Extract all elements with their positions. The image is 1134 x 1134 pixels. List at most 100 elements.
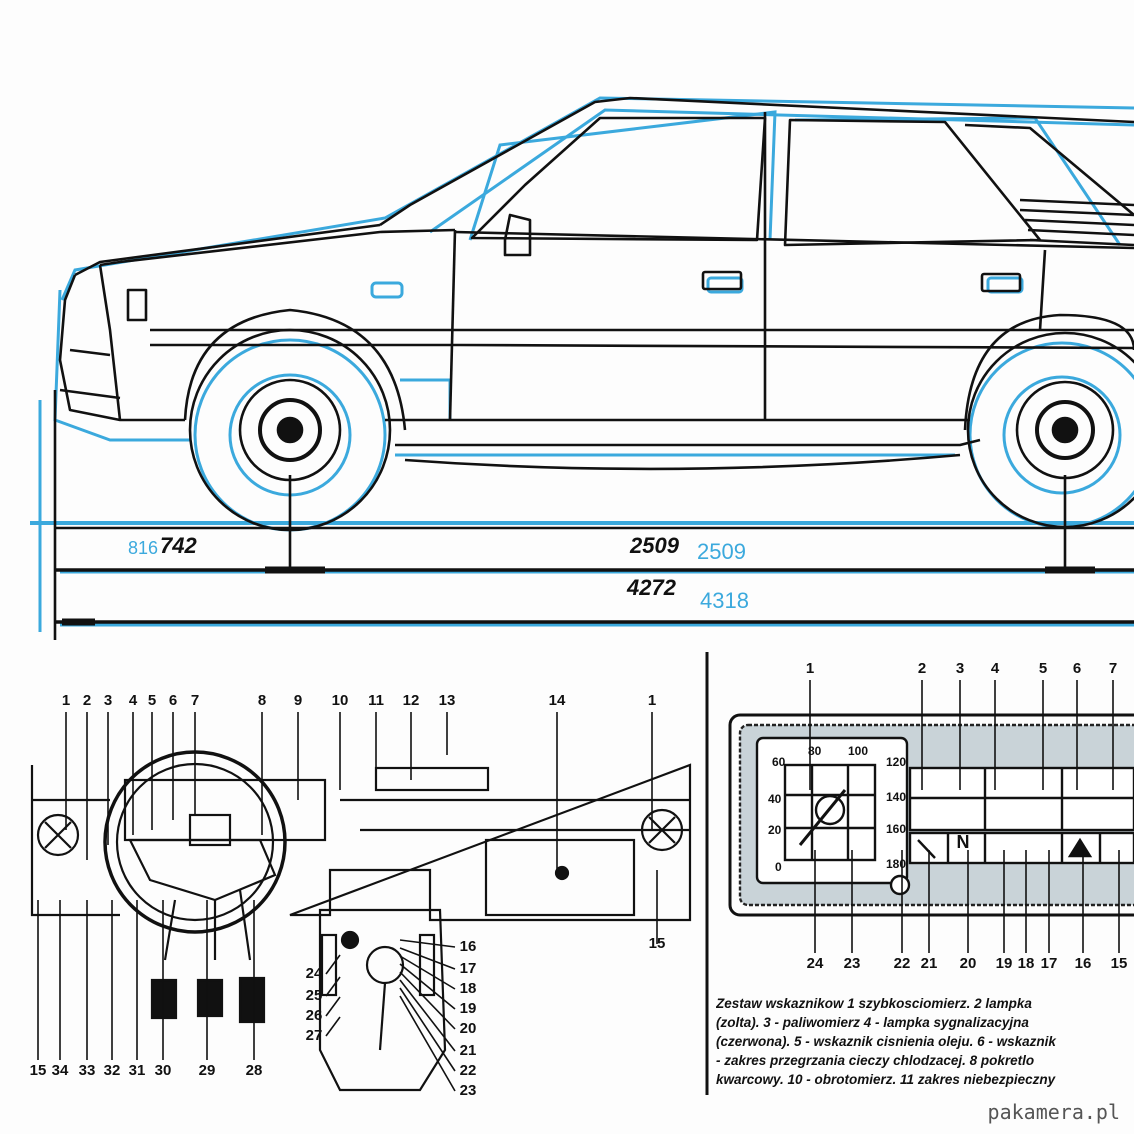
leader-line bbox=[399, 947, 456, 970]
cluster-callout: 22 bbox=[893, 955, 911, 972]
rear-window bbox=[783, 118, 1042, 247]
dashboard-callout: 17 bbox=[459, 960, 477, 977]
cluster-callout: 23 bbox=[843, 955, 861, 972]
hood-line bbox=[74, 223, 381, 277]
caption-line: Zestaw wskaznikow 1 szybkosciomierz. 2 l… bbox=[716, 996, 1032, 1011]
caption-line: kwarcowy. 10 - obrotomierz. 11 zakres ni… bbox=[716, 1072, 1056, 1087]
leader-line bbox=[399, 995, 456, 1092]
dashboard-callout: 20 bbox=[459, 1020, 477, 1037]
speedometer-scale-label: 160 bbox=[886, 822, 907, 836]
leader-line bbox=[325, 1016, 341, 1037]
dashboard-callout: 9 bbox=[293, 692, 303, 709]
cluster-callout: 17 bbox=[1040, 955, 1058, 972]
dashboard-callout: 21 bbox=[459, 1042, 477, 1059]
accelerator-pedal bbox=[238, 976, 266, 1024]
tachometer-scale-label: 40 bbox=[768, 792, 782, 806]
brake-pedal bbox=[196, 978, 224, 1018]
cluster-callout: 5 bbox=[1038, 660, 1048, 677]
dashboard-callout: 16 bbox=[459, 938, 477, 955]
dashboard-callout: 31 bbox=[128, 1062, 146, 1079]
dashboard-callout: 24 bbox=[305, 965, 323, 982]
leader-line bbox=[399, 939, 456, 948]
cluster-callout: 19 bbox=[995, 955, 1013, 972]
dashboard-callout: 15 bbox=[29, 1062, 47, 1079]
front-overhang-dimension: 742 bbox=[160, 533, 197, 558]
wheelbase-blue: 2509 bbox=[697, 539, 746, 564]
dashboard-callout: 11 bbox=[368, 692, 384, 709]
cluster-callout: 15 bbox=[1110, 955, 1128, 972]
dashboard-callout: 7 bbox=[190, 692, 200, 709]
speedometer-scale-label: 80 bbox=[808, 744, 822, 758]
trip-reset-knob bbox=[889, 874, 911, 896]
leader-line bbox=[399, 971, 456, 1030]
dashboard-callout: 14 bbox=[548, 692, 566, 709]
dashboard-callout: 2 bbox=[82, 692, 92, 709]
cluster-callout: 7 bbox=[1108, 660, 1118, 677]
tachometer-scale-label: 20 bbox=[768, 823, 782, 837]
dashboard-callout: 18 bbox=[459, 980, 477, 997]
dashboard-callout: 29 bbox=[198, 1062, 216, 1079]
front-door-handle bbox=[701, 270, 743, 291]
dashboard-callout: 22 bbox=[459, 1062, 477, 1079]
leader-line bbox=[399, 987, 456, 1072]
roof-line bbox=[379, 96, 1134, 227]
clutch-pedal bbox=[150, 978, 178, 1020]
dashboard-callout: 4 bbox=[128, 692, 138, 709]
cluster-callout: 2 bbox=[917, 660, 927, 677]
car-side-view bbox=[53, 96, 1134, 640]
dashboard-callout: 32 bbox=[103, 1062, 121, 1079]
dashboard-callout: 1 bbox=[61, 692, 71, 709]
dashboard-callout: 10 bbox=[331, 692, 349, 709]
instrument-cluster-drawing bbox=[728, 713, 1134, 917]
instrument-cluster-caption: Zestaw wskaznikow 1 szybkosciomierz. 2 l… bbox=[716, 994, 1134, 1089]
center-console bbox=[318, 908, 447, 1092]
dashboard-callout: 8 bbox=[257, 692, 267, 709]
leader-line bbox=[399, 979, 456, 1052]
dashboard-callout: 19 bbox=[459, 1000, 477, 1017]
car-side-view-blue-layer bbox=[30, 96, 1134, 632]
length-blue: 4318 bbox=[700, 588, 749, 613]
leader-line bbox=[399, 955, 456, 990]
quarter-window bbox=[964, 123, 1134, 216]
dashboard-callout: 6 bbox=[168, 692, 178, 709]
dashboard-drawing bbox=[30, 750, 692, 1092]
cluster-callout: 1 bbox=[805, 660, 815, 677]
cluster-callout: 4 bbox=[990, 660, 1000, 677]
leader-line bbox=[325, 954, 341, 975]
dashboard-callout: 28 bbox=[245, 1062, 263, 1079]
speedometer-scale-label: 180 bbox=[886, 857, 907, 871]
speedometer-panel bbox=[755, 736, 909, 885]
right-vent bbox=[640, 808, 684, 852]
dashboard-callout: 5 bbox=[147, 692, 157, 709]
speedometer-scale-label: 120 bbox=[886, 755, 907, 769]
front-overhang-blue: 816 bbox=[128, 538, 159, 558]
caption-line: - zakres przegrzania cieczy chlodzacej. … bbox=[716, 1053, 1035, 1068]
front-nose bbox=[58, 274, 185, 422]
gear-knob bbox=[365, 945, 405, 985]
front-door bbox=[448, 229, 457, 421]
dashboard-callout: 1 bbox=[647, 692, 657, 709]
dashboard-callout: 23 bbox=[459, 1082, 477, 1099]
cluster-callout: 20 bbox=[959, 955, 977, 972]
caption-line: (zolta). 3 - paliwomierz 4 - lampka sygn… bbox=[716, 1015, 1029, 1030]
cluster-callout: 3 bbox=[955, 660, 965, 677]
leader-line bbox=[325, 976, 341, 997]
leader-line bbox=[325, 996, 341, 1017]
dashboard-callout: 15 bbox=[648, 935, 666, 952]
mirror bbox=[503, 213, 532, 257]
dashboard-callout: 13 bbox=[438, 692, 456, 709]
dashboard-callout: 3 bbox=[103, 692, 113, 709]
dashboard-callout: 12 bbox=[402, 692, 420, 709]
dashboard-callout: 34 bbox=[51, 1062, 69, 1079]
leader-line bbox=[399, 963, 456, 1010]
dashboard-callout: 27 bbox=[305, 1027, 323, 1044]
dashboard-callout: 33 bbox=[78, 1062, 96, 1079]
caption-line: (czerwona). 5 - wskaznik cisnienia oleju… bbox=[716, 1034, 1056, 1049]
speedometer-scale-label: 140 bbox=[886, 790, 907, 804]
wheelbase-dimension: 2509 bbox=[630, 533, 679, 558]
cluster-callout: 24 bbox=[806, 955, 824, 972]
dashboard-callout: 25 bbox=[305, 987, 323, 1004]
rear-door-handle bbox=[980, 272, 1022, 293]
